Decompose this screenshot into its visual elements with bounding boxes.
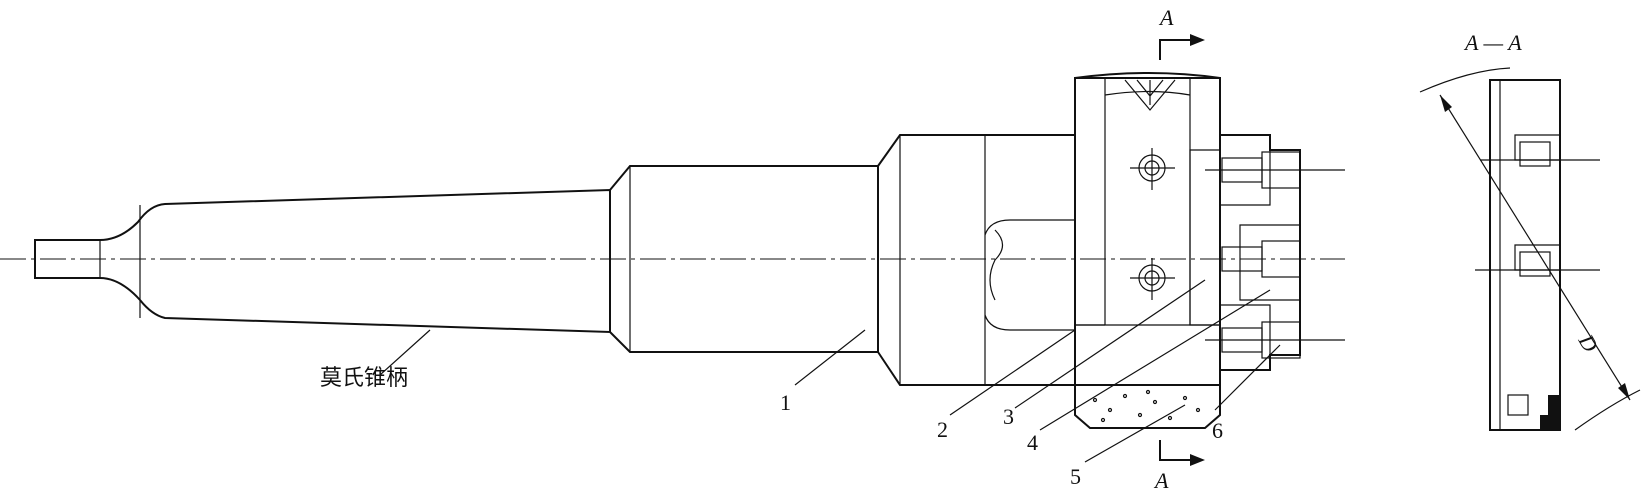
- head-part-2: [1074, 72, 1221, 386]
- section-indicator-top: A: [1158, 5, 1205, 60]
- part-label-5: 5: [1070, 464, 1081, 489]
- morse-taper-shank: [34, 188, 611, 334]
- part-label-6: 6: [1212, 418, 1223, 443]
- dimension-label: D: [1573, 329, 1603, 356]
- part-label-4: 4: [1027, 430, 1038, 455]
- morse-taper-label: 莫氏锥柄: [320, 366, 408, 391]
- abrasive-stone-part-5: [1074, 384, 1221, 429]
- part-label-2: 2: [937, 417, 948, 442]
- leader-lines: [379, 279, 1281, 463]
- part-label-3: 3: [1003, 404, 1014, 429]
- holder-parts: [1205, 134, 1345, 371]
- section-label-top: A: [1158, 5, 1174, 30]
- section-view-a-a: A — A D: [1419, 30, 1641, 431]
- section-indicator-bottom: A: [1153, 440, 1205, 491]
- part-label-1: 1: [780, 390, 791, 415]
- section-title: A — A: [1463, 30, 1522, 55]
- section-label-bottom: A: [1153, 468, 1169, 491]
